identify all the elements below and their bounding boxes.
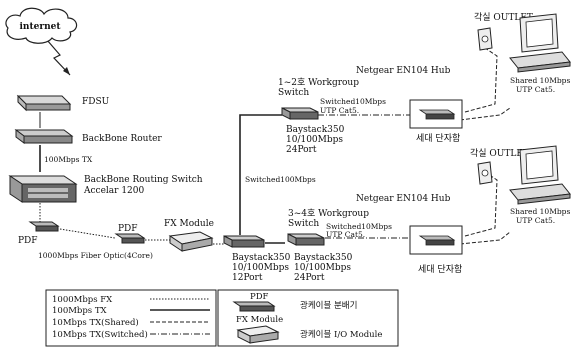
routing-switch: BackBone Routing Switch Accelar 1200 [8,175,203,203]
hub2-outlet2-link-b [459,231,511,245]
fx-module-label: FX Module [164,219,214,229]
wg2-link-1: Switched10Mbps [326,222,392,231]
legend-icons: PDF 광케이블 분배기 FX Module 광케이블 I/O Module [217,289,399,347]
fiber-link-1 [59,228,116,239]
fdsu-label: FDSU [82,97,110,107]
hub2-enclosure [409,225,463,255]
outlet1-title: 각실 OUTLET [474,11,533,23]
legend-fx-desc: 광케이블 I/O Module [300,329,382,340]
wg2-title-2: Switch [288,219,319,229]
pdf-middle-label: PDF [118,224,138,234]
pc-2-icon [509,145,571,205]
fdsu-device: FDSU [16,94,110,112]
backbone-router-label: BackBone Router [82,134,162,144]
hub2-title: Netgear EN104 Hub [356,194,451,204]
legend-fx-icon [236,325,280,344]
fiber-link-label: 1000Mbps Fiber Optic(4Core) [38,251,153,260]
legend-pdf-icon [232,301,276,312]
outlet2-link-2: UTP Cat5. [516,216,555,225]
wg1-baystack-3: 24Port [286,145,317,155]
fx-module: FX Module [164,219,214,252]
legend-item-10-switched: 10Mbps TX(Switched) [52,329,148,340]
outlet2-wallplate [477,161,493,185]
legend-line-types: 1000Mbps FX 100Mbps TX 10Mbps TX(Shared)… [45,289,217,347]
wg1-baystack-1: Baystack350 [286,125,345,135]
routing-switch-label-2: Accelar 1200 [83,186,144,196]
outlet1-link-1: Shared 10Mbps [510,76,570,85]
hub1-outlet1-link-b [459,107,511,121]
outlet1-link-2: UTP Cat5. [516,85,555,94]
internet-link-arrowhead [63,67,70,75]
switched-100-label: Switched100Mbps [245,175,316,184]
trunk-to-wg1 [239,114,282,235]
baystack-main-label-2: 10/100Mbps [232,263,289,273]
legend-item-10-shared: 10Mbps TX(Shared) [52,317,139,328]
internet-link [46,39,71,76]
pdf-left-label: PDF [18,236,38,246]
hub1-box-label: 세대 단자함 [416,133,460,144]
legend-item-1000-fx: 1000Mbps FX [52,295,113,305]
hub1-outlet1-link [464,47,498,113]
baystack-main-label-1: Baystack350 [232,253,291,263]
routing-switch-label-1: BackBone Routing Switch [84,175,203,185]
pdf-middle: PDF [114,224,146,244]
hub1-title: Netgear EN104 Hub [356,66,451,76]
baystack-main-label-3: 12Port [232,273,263,283]
wg1-title-1: 1~2호 Workgroup [278,77,359,88]
wg1-link-1: Switched10Mbps [320,97,386,106]
wg2-link-2: UTP Cat5. [326,230,365,239]
baystack-main: Baystack350 10/100Mbps 12Port [223,235,291,283]
outlet1-wallplate [477,27,493,51]
wg1-title-2: Switch [278,88,309,98]
wg1-baystack-2: 10/100Mbps [286,135,343,145]
wg2-baystack-1: Baystack350 [294,253,353,263]
backbone-router: BackBone Router [14,129,162,144]
outlet2-link-1: Shared 10Mbps [510,207,570,216]
hub1-enclosure [409,99,463,129]
legend-pdf-desc: 광케이블 분배기 [300,300,357,311]
wg2-switch [287,233,325,246]
router-switch-link-label: 100Mbps TX [44,155,93,164]
wg2-baystack-3: 24Port [294,273,325,283]
wg1-link-2: UTP Cat5. [320,106,359,115]
internet-cloud: internet [5,7,78,44]
wg2-baystack-2: 10/100Mbps [294,263,351,273]
legend-item-100-tx: 100Mbps TX [52,306,108,316]
hub2-box-label: 세대 단자함 [418,264,462,275]
legend-pdf-icon-label: PDF [250,292,269,302]
pc-1-icon [509,13,571,73]
internet-label: internet [19,22,61,32]
legend-fx-icon-label: FX Module [236,315,283,325]
pdf-left: PDF [18,221,60,246]
wg2-title-1: 3~4호 Workgroup [288,208,369,219]
outlet2-title: 각실 OUTLET [470,147,529,159]
wg1-switch [281,107,319,120]
